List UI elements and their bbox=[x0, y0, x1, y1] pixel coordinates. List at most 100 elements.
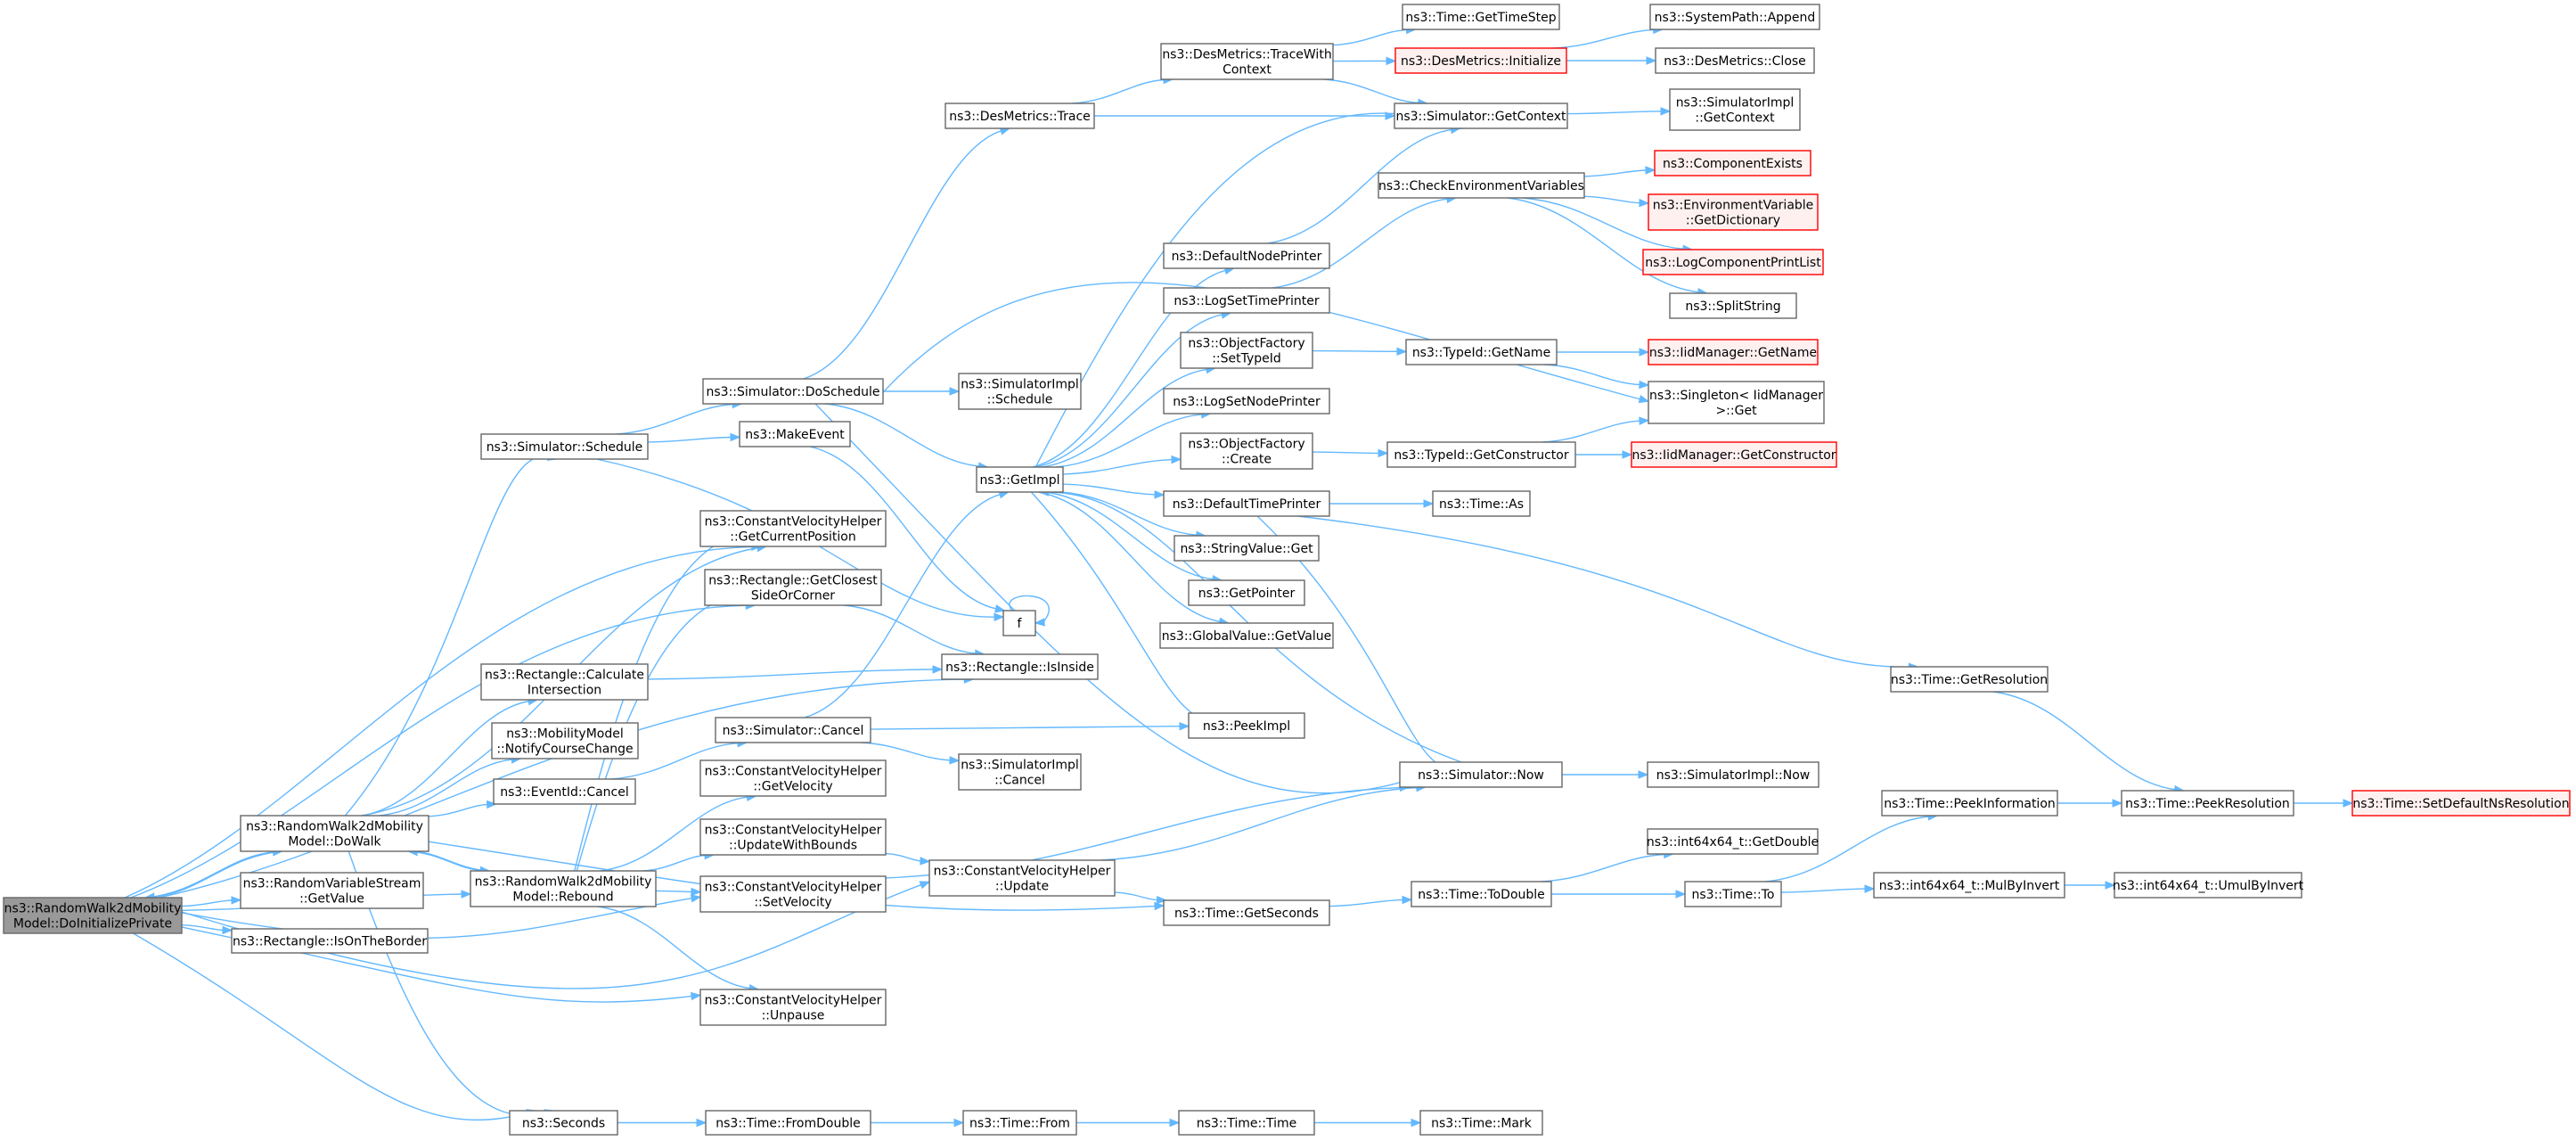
edge-line bbox=[1034, 112, 1458, 468]
node-desmetrics-close[interactable]: ns3::DesMetrics::Close bbox=[1655, 47, 1815, 74]
node-logsettimeprinter[interactable]: ns3::LogSetTimePrinter bbox=[1163, 287, 1330, 314]
edge-arrowhead bbox=[949, 756, 961, 765]
edge-arrowhead bbox=[994, 612, 1005, 621]
node-singleton-get[interactable]: ns3::Singleton< IidManager>::Get bbox=[1648, 381, 1825, 424]
edge-sim_schedule-to-sim_doschedule bbox=[616, 399, 743, 435]
edge-line bbox=[1114, 891, 1158, 901]
node-time-from[interactable]: ns3::Time::From bbox=[962, 1110, 1077, 1136]
node-seconds[interactable]: ns3::Seconds bbox=[509, 1110, 618, 1136]
node-checkenv[interactable]: ns3::CheckEnvironmentVariables bbox=[1378, 172, 1585, 199]
node-simimpl-now[interactable]: ns3::SimulatorImpl::Now bbox=[1647, 761, 1820, 788]
node-cvh-getcurpos[interactable]: ns3::ConstantVelocityHelper::GetCurrentP… bbox=[699, 510, 887, 547]
node-iidmgr-getname[interactable]: ns3::IidManager::GetName bbox=[1648, 339, 1819, 365]
node-time-fromdouble[interactable]: ns3::Time::FromDouble bbox=[705, 1110, 871, 1136]
node-sim-doschedule[interactable]: ns3::Simulator::DoSchedule bbox=[702, 378, 884, 405]
node-syspath-append[interactable]: ns3::SystemPath::Append bbox=[1649, 4, 1820, 30]
node-logsetnodeprinter[interactable]: ns3::LogSetNodePrinter bbox=[1163, 388, 1330, 415]
node-defaulttimeprinter[interactable]: ns3::DefaultTimePrinter bbox=[1163, 490, 1330, 517]
node-cvh-updbounds[interactable]: ns3::ConstantVelocityHelper::UpdateWithB… bbox=[699, 818, 887, 856]
node-splitstring[interactable]: ns3::SplitString bbox=[1669, 292, 1797, 319]
node-time-setdefaultns[interactable]: ns3::Time::SetDefaultNsResolution bbox=[2351, 790, 2571, 817]
node-desmetrics-trace[interactable]: ns3::DesMetrics::Trace bbox=[945, 103, 1095, 129]
node-sim-now[interactable]: ns3::Simulator::Now bbox=[1399, 761, 1563, 788]
node-label-line: ns3::RandomVariableStream bbox=[243, 877, 421, 891]
node-label-line: ::GetVelocity bbox=[753, 780, 832, 794]
node-logcompprint[interactable]: ns3::LogComponentPrintList bbox=[1642, 249, 1824, 275]
node-root[interactable]: ns3::RandomWalk2dMobilityModel::DoInitia… bbox=[3, 897, 183, 934]
node-time-getts[interactable]: ns3::Time::GetTimeStep bbox=[1402, 4, 1560, 30]
node-time-getres[interactable]: ns3::Time::GetResolution bbox=[1890, 666, 2049, 693]
edge-line bbox=[1267, 128, 1452, 244]
node-sim-schedule[interactable]: ns3::Simulator::Schedule bbox=[480, 433, 649, 460]
node-label-line: Model::DoWalk bbox=[288, 835, 381, 850]
node-time-mark[interactable]: ns3::Time::Mark bbox=[1419, 1110, 1543, 1136]
node-simimpl-getctx[interactable]: ns3::SimulatorImpl::GetContext bbox=[1669, 88, 1801, 131]
node-box bbox=[1419, 1110, 1543, 1136]
node-peekimpl[interactable]: ns3::PeekImpl bbox=[1188, 712, 1305, 739]
edge-line bbox=[1542, 420, 1641, 443]
node-cvh-setvel[interactable]: ns3::ConstantVelocityHelper::SetVelocity bbox=[699, 875, 887, 913]
node-cvh-unpause[interactable]: ns3::ConstantVelocityHelper::Unpause bbox=[699, 989, 887, 1026]
node-simimpl-schedule[interactable]: ns3::SimulatorImpl::Schedule bbox=[958, 373, 1082, 410]
node-desmetrics-init[interactable]: ns3::DesMetrics::Initialize bbox=[1394, 47, 1567, 74]
node-label-line: ns3::SystemPath::Append bbox=[1655, 11, 1816, 25]
node-box bbox=[1669, 292, 1797, 319]
edge-line bbox=[597, 906, 751, 989]
node-box bbox=[509, 1110, 618, 1136]
node-envvar-getdict[interactable]: ns3::EnvironmentVariable::GetDictionary bbox=[1648, 193, 1819, 231]
node-label-line: ns3::Time::GetResolution bbox=[1891, 673, 2048, 687]
node-simimpl-cancel[interactable]: ns3::SimulatorImpl::Cancel bbox=[958, 753, 1082, 791]
edge-line bbox=[1323, 78, 1419, 104]
node-compexists[interactable]: ns3::ComponentExists bbox=[1654, 150, 1811, 176]
node-time-time[interactable]: ns3::Time::Time bbox=[1178, 1110, 1315, 1136]
edge-line bbox=[344, 456, 550, 817]
node-label-line: Intersection bbox=[527, 684, 601, 698]
node-label-line: ns3::IidManager::GetConstructor bbox=[1631, 448, 1836, 463]
node-time-getseconds[interactable]: ns3::Time::GetSeconds bbox=[1163, 899, 1330, 926]
edge-arrowhead bbox=[231, 896, 242, 905]
node-int64-umulbyinvert[interactable]: ns3::int64x64_t::UmulByInvert bbox=[2113, 872, 2304, 899]
edge-arrowhead bbox=[691, 887, 702, 897]
node-rect-isonborder[interactable]: ns3::Rectangle::IsOnTheBorder bbox=[231, 928, 429, 954]
node-time-todouble[interactable]: ns3::Time::ToDouble bbox=[1411, 881, 1552, 907]
node-typeid-getname[interactable]: ns3::TypeId::GetName bbox=[1405, 339, 1558, 365]
node-rect-isinside[interactable]: ns3::Rectangle::IsInside bbox=[941, 653, 1099, 680]
node-stringvalue-get[interactable]: ns3::StringValue::Get bbox=[1174, 535, 1320, 562]
node-f[interactable]: f bbox=[1002, 610, 1036, 636]
node-time-to[interactable]: ns3::Time::To bbox=[1684, 881, 1782, 907]
node-cvh-getvel[interactable]: ns3::ConstantVelocityHelper::GetVelocity bbox=[699, 759, 887, 797]
node-getimpl[interactable]: ns3::GetImpl bbox=[976, 466, 1064, 493]
node-sim-getcontext[interactable]: ns3::Simulator::GetContext bbox=[1394, 103, 1568, 129]
node-sim-cancel[interactable]: ns3::Simulator::Cancel bbox=[715, 717, 871, 743]
node-getpointer[interactable]: ns3::GetPointer bbox=[1188, 579, 1305, 606]
node-time-as[interactable]: ns3::Time::As bbox=[1432, 490, 1531, 517]
node-makeevent[interactable]: ns3::MakeEvent bbox=[739, 421, 851, 447]
edge-line bbox=[1055, 414, 1203, 468]
node-iidmgr-getctor[interactable]: ns3::IidManager::GetConstructor bbox=[1631, 441, 1837, 468]
edge-desmetrics_trace-to-sim_getcontext bbox=[1094, 111, 1396, 120]
edge-checkenv-to-envvar_getdict bbox=[1583, 195, 1650, 208]
edge-arrowhead bbox=[1402, 895, 1413, 905]
node-typeid-getctor[interactable]: ns3::TypeId::GetConstructor bbox=[1386, 441, 1576, 468]
node-objfactory-settypeid[interactable]: ns3::ObjectFactory::SetTypeId bbox=[1180, 332, 1313, 369]
node-box bbox=[1648, 381, 1825, 424]
node-label-line: ns3::int64x64_t::UmulByInvert bbox=[2113, 879, 2304, 893]
node-defaultnodeprinter[interactable]: ns3::DefaultNodePrinter bbox=[1163, 242, 1330, 269]
node-int64-getdouble[interactable]: ns3::int64x64_t::GetDouble bbox=[1647, 828, 1819, 855]
node-box bbox=[493, 778, 636, 805]
node-globalvalue-getvalue[interactable]: ns3::GlobalValue::GetValue bbox=[1159, 622, 1334, 649]
node-cvh-update[interactable]: ns3::ConstantVelocityHelper::Update bbox=[928, 859, 1116, 897]
node-eventid-cancel[interactable]: ns3::EventId::Cancel bbox=[493, 778, 636, 805]
node-time-peekres[interactable]: ns3::Time::PeekResolution bbox=[2121, 790, 2294, 817]
node-box bbox=[1654, 150, 1811, 176]
node-mm-notify[interactable]: ns3::MobilityModel::NotifyCourseChange bbox=[491, 722, 639, 759]
node-int64-mulbyinvert[interactable]: ns3::int64x64_t::MulByInvert bbox=[1873, 872, 2065, 899]
node-objfactory-create[interactable]: ns3::ObjectFactory::Create bbox=[1180, 432, 1313, 470]
node-rvs-getvalue[interactable]: ns3::RandomVariableStream::GetValue bbox=[240, 872, 424, 909]
node-time-peekinfo[interactable]: ns3::Time::PeekInformation bbox=[1881, 790, 2058, 817]
